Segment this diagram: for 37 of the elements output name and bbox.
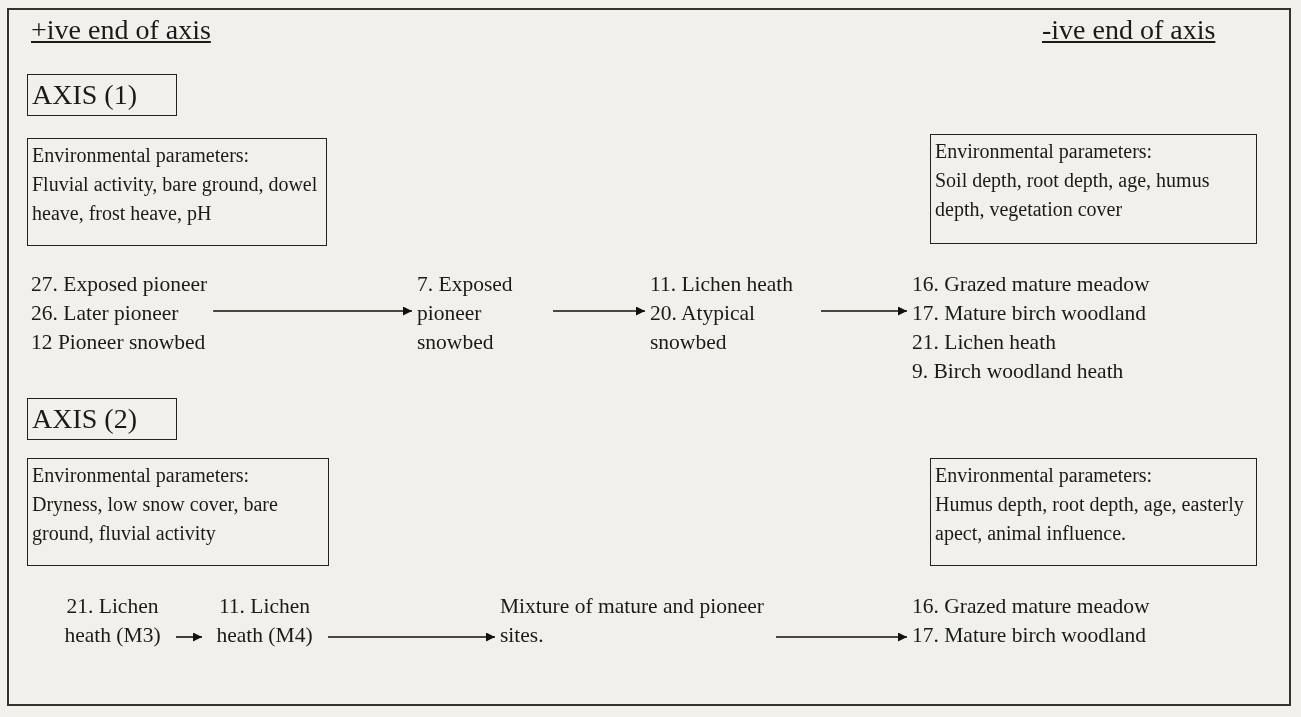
arrow [775, 632, 908, 642]
vegetation-class-text: 12 Pioneer snowbed [31, 329, 207, 356]
vegetation-class-text: 11. Lichen heath [650, 271, 795, 298]
arrow [327, 632, 496, 642]
parameter-list: Soil depth, root depth, age, humus depth, vegetation cover [935, 166, 1253, 224]
vegetation-class-text: 20. Atypical snowbed [650, 300, 757, 356]
vegetation-class-text: 21. Lichen heath (M3) [63, 593, 162, 649]
axis-end-label: -ive end of axis [1042, 14, 1216, 46]
parameter-box [27, 458, 329, 566]
parameter-box [27, 138, 327, 246]
box-heading: Environmental parameters: [32, 143, 251, 169]
box-heading: Environmental parameters: [32, 463, 251, 489]
parameter-box [930, 458, 1257, 566]
vegetation-class-text: 16. Grazed mature meadow [912, 271, 1150, 298]
vegetation-class-text: 16. Grazed mature meadow [912, 593, 1150, 620]
axis-heading-box: AXIS (1) [27, 74, 177, 116]
vegetation-class-text: 21. Lichen heath [912, 329, 1057, 356]
parameter-list: Fluvial activity, bare ground, dowel heave, frost heave, pH [32, 170, 322, 228]
parameter-list: Humus depth, root depth, age, easterly apect, animal influence. [935, 490, 1253, 548]
vegetation-class-text: 7. Exposed pioneer snowbed [417, 271, 514, 356]
vegetation-class-text: 17. Mature birch woodland [912, 300, 1148, 327]
parameter-list: Dryness, low snow cover, bare ground, fluvial activity [32, 490, 324, 548]
arrow [820, 306, 908, 316]
vegetation-class-text: 17. Mature birch woodland [912, 622, 1148, 649]
box-heading: Environmental parameters: [935, 139, 1154, 165]
box-heading: Environmental parameters: [935, 463, 1154, 489]
axis-heading-box: AXIS (2) [27, 398, 177, 440]
vegetation-class-text: 9. Birch woodland heath [912, 358, 1125, 385]
arrow [175, 632, 203, 642]
vegetation-class-text: 26. Later pioneer [31, 300, 180, 327]
arrow [552, 306, 646, 316]
parameter-box [930, 134, 1257, 244]
vegetation-class-text: 11. Lichen heath (M4) [215, 593, 314, 649]
vegetation-class-text: 27. Exposed pioneer [31, 271, 208, 298]
vegetation-class-text: Mixture of mature and pioneer sites. [500, 593, 765, 649]
axis-end-label: +ive end of axis [31, 14, 211, 46]
arrow [212, 306, 413, 316]
